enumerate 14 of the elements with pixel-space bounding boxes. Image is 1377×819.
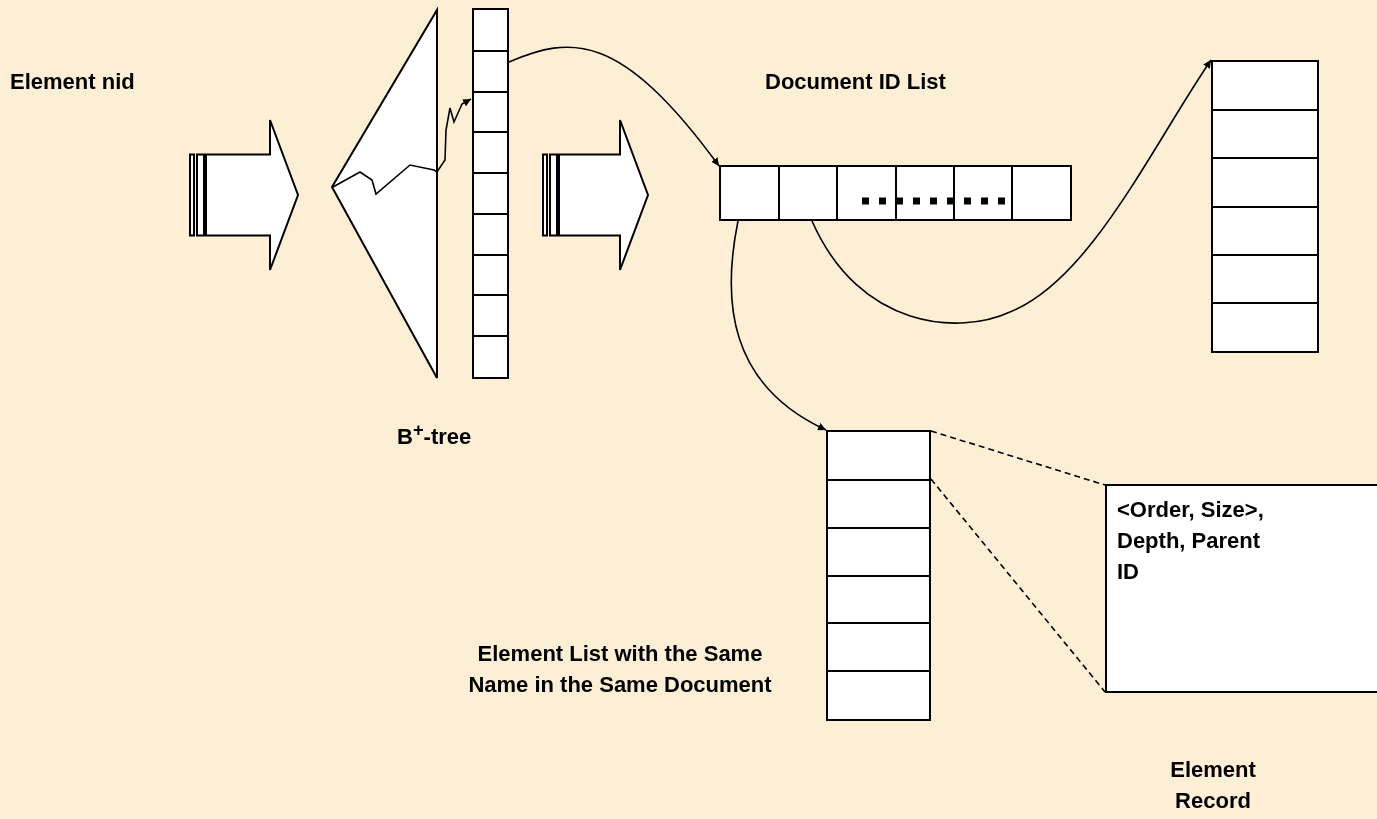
tree-label: B$^{+}$-tree bbox=[397, 418, 472, 452]
list-caption: Element List with the Same Name in the Same Document bbox=[467, 640, 773, 699]
record-caption: Element Record bbox=[1169, 756, 1257, 815]
arrow bbox=[508, 46, 720, 167]
input-label: Element nid bbox=[10, 69, 135, 94]
dashed-line bbox=[930, 478, 1106, 693]
arrow bbox=[730, 220, 827, 431]
arrow bbox=[811, 59, 1212, 324]
field-list: <Order, Size>, Depth, Parent ID bbox=[1117, 494, 1267, 587]
list-title: Document ID List bbox=[765, 68, 946, 96]
arrow bbox=[332, 98, 472, 196]
dashed-line bbox=[930, 430, 1106, 486]
block-arrow bbox=[189, 119, 300, 271]
block-arrow bbox=[542, 119, 650, 271]
